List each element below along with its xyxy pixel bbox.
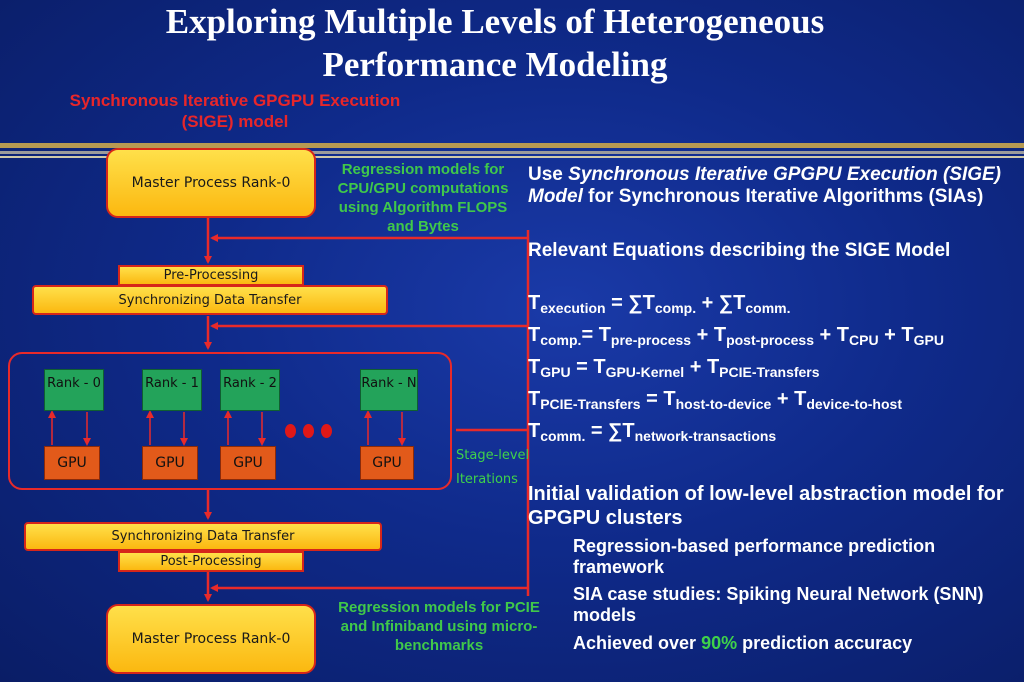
slide-title: Exploring Multiple Levels of Heterogeneo… (165, 2, 825, 84)
note-pcie-infiniband-regression: Regression models for PCIE and Infiniban… (338, 599, 540, 654)
equation-execution: Texecution = ∑Tcomp. + ∑Tcomm. (528, 292, 791, 316)
master-process-bottom: Master Process Rank-0 (106, 604, 316, 674)
gpu-box-n: GPU (360, 446, 414, 480)
stage-level-label: Stage-level Iterations (456, 448, 530, 487)
post-processing-box: Post-Processing (118, 551, 304, 572)
diagram-subtitle: Synchronous Iterative GPGPU Execution (S… (69, 91, 401, 131)
equation-computation: Tcomp.= Tpre-process + Tpost-process + T… (528, 324, 944, 348)
gpu-box-1: GPU (142, 446, 198, 480)
rank-1-box: Rank - 1 (142, 369, 202, 411)
bullet-relevant-equations: Relevant Equations describing the SIGE M… (528, 240, 951, 261)
gpu-box-0: GPU (44, 446, 100, 480)
equation-communication: Tcomm. = ∑Tnetwork-transactions (528, 420, 777, 444)
sync-transfer-bottom: Synchronizing Data Transfer (24, 522, 382, 551)
divider-gold (0, 143, 1024, 148)
divider-gray (0, 151, 1024, 154)
ellipsis-dot (321, 424, 332, 438)
stage-iteration-frame (8, 352, 452, 490)
ellipsis-dot (285, 424, 296, 438)
sync-transfer-top: Synchronizing Data Transfer (32, 285, 388, 315)
pre-processing-box: Pre-Processing (118, 265, 304, 286)
ellipsis-dot (303, 424, 314, 438)
bullet-use-sige: Use Synchronous Iterative GPGPU Executio… (528, 164, 1002, 207)
rank-2-box: Rank - 2 (220, 369, 280, 411)
note-cpu-gpu-regression: Regression models for CPU/GPU computatio… (337, 161, 509, 235)
sub-bullet-accuracy: Achieved over 90% prediction accuracy (573, 633, 913, 653)
rank-0-box: Rank - 0 (44, 369, 104, 411)
bullet-initial-validation: Initial validation of low-level abstract… (528, 483, 1004, 529)
equation-gpu: TGPU = TGPU-Kernel + TPCIE-Transfers (528, 356, 820, 380)
equation-pcie: TPCIE-Transfers = Thost-to-device + Tdev… (528, 388, 902, 412)
divider-cream (0, 156, 1024, 158)
sub-bullet-sia-case-studies: SIA case studies: Spiking Neural Network… (573, 584, 984, 625)
rank-n-box: Rank - N (360, 369, 418, 411)
master-process-top: Master Process Rank-0 (106, 148, 316, 218)
sub-bullet-regression-framework: Regression-based performance prediction … (573, 536, 936, 577)
gpu-box-2: GPU (220, 446, 276, 480)
